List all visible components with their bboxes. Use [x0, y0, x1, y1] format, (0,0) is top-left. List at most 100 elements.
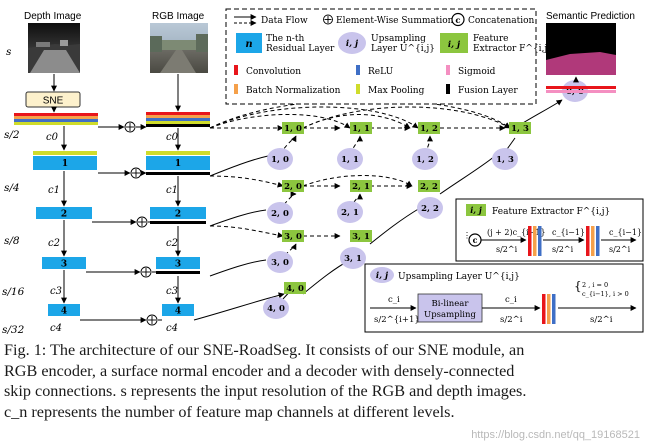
svg-text:Upsampling: Upsampling [424, 310, 476, 320]
watermark: https://blog.csdn.net/qq_19168521 [471, 429, 640, 441]
upsampling-icon-label: i, j [346, 39, 358, 49]
scale-label-s: s [6, 46, 12, 58]
channel-label: c2 [48, 238, 60, 249]
feature-extractor-node [509, 122, 531, 134]
depth-residual-4 [48, 304, 80, 316]
element-sum-icon [323, 14, 333, 25]
legend-convolution: Convolution [246, 67, 301, 77]
legend-feature-line1: Feature [473, 34, 509, 44]
legend-box [225, 8, 537, 105]
feature-extractor-label: 3, 0 [284, 232, 302, 242]
output-head [546, 86, 616, 93]
channel-label: c3 [166, 286, 178, 297]
legend-data-flow: Data Flow [261, 16, 308, 26]
upsampling-label: 2, 0 [271, 209, 289, 219]
residual-layer-number: 2 [61, 210, 67, 220]
feature-extractor-label: 1, 2 [420, 124, 438, 134]
feature-extractor-icon [466, 204, 486, 216]
rgb-residual-2 [150, 207, 206, 224]
depth-image-title: Depth Image [24, 11, 82, 22]
svg-text:i, j: i, j [470, 205, 482, 215]
legend-feature-line2: Extractor F^{i,j} [473, 44, 553, 54]
concat-icon [451, 12, 465, 27]
feature-extractor-detail-title: Feature Extractor F^{i,j} [492, 207, 610, 217]
residual-layer-icon [236, 33, 262, 53]
upsampling-label: 4, 0 [267, 304, 285, 314]
bilinear-upsampling-block [417, 293, 483, 323]
legend-upsampling-line2: Layer U^{i,j} [371, 44, 435, 54]
depth-image [28, 23, 80, 73]
relu-swatch [356, 65, 360, 75]
feature-extractor-node [350, 230, 372, 242]
upsampling-node [263, 297, 289, 319]
svg-text:⋮: ⋮ [463, 231, 471, 240]
convolution-swatch [234, 65, 238, 75]
feature-icon-label: i, j [448, 40, 460, 50]
feature-extractor-label: 3, 1 [352, 232, 370, 242]
channel-label: c0 [46, 132, 59, 143]
fe-conv-stack-1 [528, 226, 542, 256]
depth-residual-3 [42, 257, 86, 269]
svg-text:2 , i = 0: 2 , i = 0 [582, 281, 608, 289]
svg-text:s/2^i: s/2^i [500, 315, 523, 325]
channel-label: c2 [166, 238, 178, 249]
architecture-diagram: Depth Image RGB Image SNE s [2, 8, 644, 336]
fe-conv-stack-2 [586, 226, 600, 256]
channel-label: c4 [166, 323, 178, 334]
sne-label: SNE [43, 96, 64, 107]
feature-extractor-label: 1, 1 [352, 124, 370, 134]
svg-text:i, j: i, j [376, 271, 388, 281]
rgb-residual-1 [146, 151, 210, 175]
upsampling-node [417, 197, 443, 219]
legend-element-sum: Element-Wise Summation [336, 16, 454, 26]
svg-text:s/2^i: s/2^i [552, 245, 574, 254]
upsampling-label: 2, 2 [421, 204, 439, 214]
residual-icon-label: n [245, 39, 252, 50]
figure-caption: Fig. 1: The architecture of our SNE-Road… [4, 340, 646, 422]
max-pooling-swatch [356, 84, 360, 94]
feature-extractor-label: 4, 0 [286, 284, 304, 294]
svg-text:s/2^{i+1}: s/2^{i+1} [374, 315, 420, 325]
channel-label: c4 [50, 323, 62, 334]
legend-relu: ReLU [368, 67, 394, 77]
scale-label-s4: s/4 [4, 182, 20, 194]
rgb-residual-4 [162, 304, 194, 316]
upsampling-node [337, 148, 363, 170]
legend-max-pooling: Max Pooling [368, 86, 425, 96]
upsampling-label: 1, 1 [341, 155, 359, 165]
feature-extractor-node [284, 282, 306, 294]
upsampling-label: 1, 3 [496, 155, 514, 165]
legend-fusion-layer: Fusion Layer [458, 86, 518, 96]
svg-text:c_i: c_i [505, 295, 517, 305]
svg-text:c: c [473, 235, 478, 245]
upsampling-node [337, 201, 363, 223]
upsampling-node [267, 251, 293, 273]
svg-text:c_i: c_i [388, 295, 400, 305]
fusion-layer-swatch [446, 84, 450, 94]
svg-text:c_{i−1}: c_{i−1} [552, 228, 585, 237]
residual-layer-number: 3 [61, 260, 67, 270]
svg-text:c_{i−1}: c_{i−1} [609, 228, 642, 237]
caption-line: Fig. 1: The architecture of our SNE-Road… [4, 341, 525, 359]
svg-text:{: { [574, 279, 582, 293]
svg-text:s/2^i: s/2^i [590, 315, 613, 325]
svg-text:(j + 2)c_{i−1}: (j + 2)c_{i−1} [487, 228, 546, 237]
batch-norm-swatch [234, 84, 238, 94]
output-title: Semantic Prediction [546, 11, 635, 22]
depth-residual-2 [36, 207, 92, 219]
upsampling-node [412, 148, 438, 170]
feature-extractor-node [350, 122, 372, 134]
legend-sigmoid: Sigmoid [458, 67, 496, 77]
legend-batch-norm: Batch Normalization [246, 86, 341, 96]
upsampling-label: 1, 0 [271, 155, 289, 165]
sigmoid-swatch [446, 65, 450, 75]
caption-line: RGB encoder, a surface normal encoder an… [4, 361, 515, 380]
rgb-stem-block [146, 112, 210, 127]
upsampling-label: 1, 2 [416, 155, 434, 165]
upsampling-layer-icon [370, 267, 394, 283]
svg-text:s/2^i: s/2^i [609, 245, 631, 254]
channel-label: c3 [50, 286, 62, 297]
feature-extractor-label: 2, 0 [284, 182, 302, 192]
caption-line: skip connections. s represents the input… [4, 382, 527, 400]
